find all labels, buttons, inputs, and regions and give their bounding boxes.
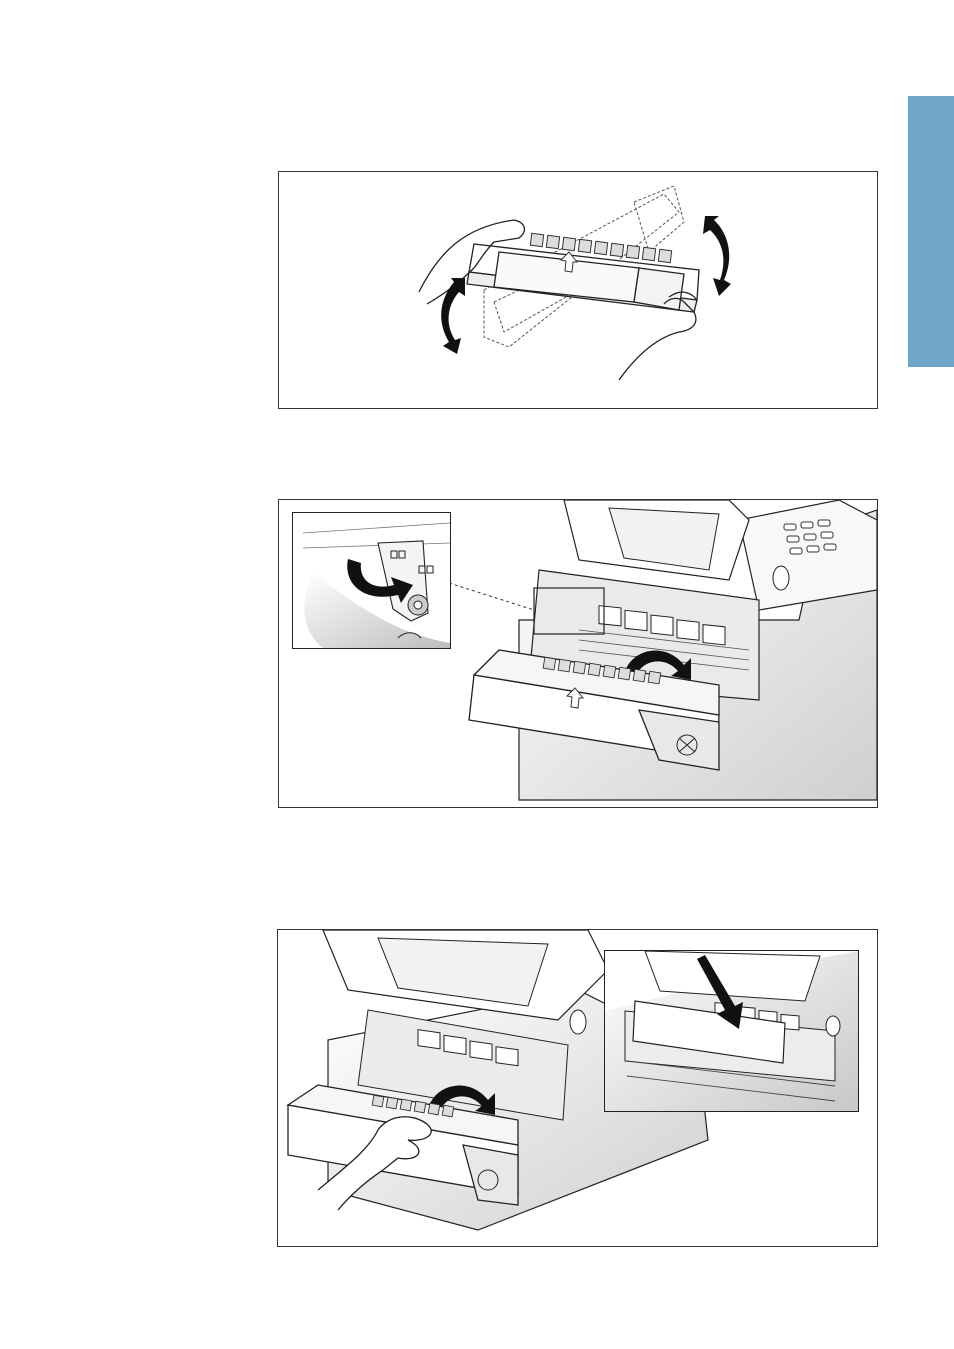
section-tab xyxy=(908,96,954,367)
figure-push-cartridge xyxy=(277,929,878,1247)
cartridge-seated-detail xyxy=(604,950,859,1112)
cartridge-knob-guide-detail xyxy=(292,512,451,649)
figure-shake-cartridge xyxy=(278,171,878,409)
hands-rocking-cartridge-illustration xyxy=(279,172,877,408)
figure-insert-cartridge xyxy=(278,499,878,808)
